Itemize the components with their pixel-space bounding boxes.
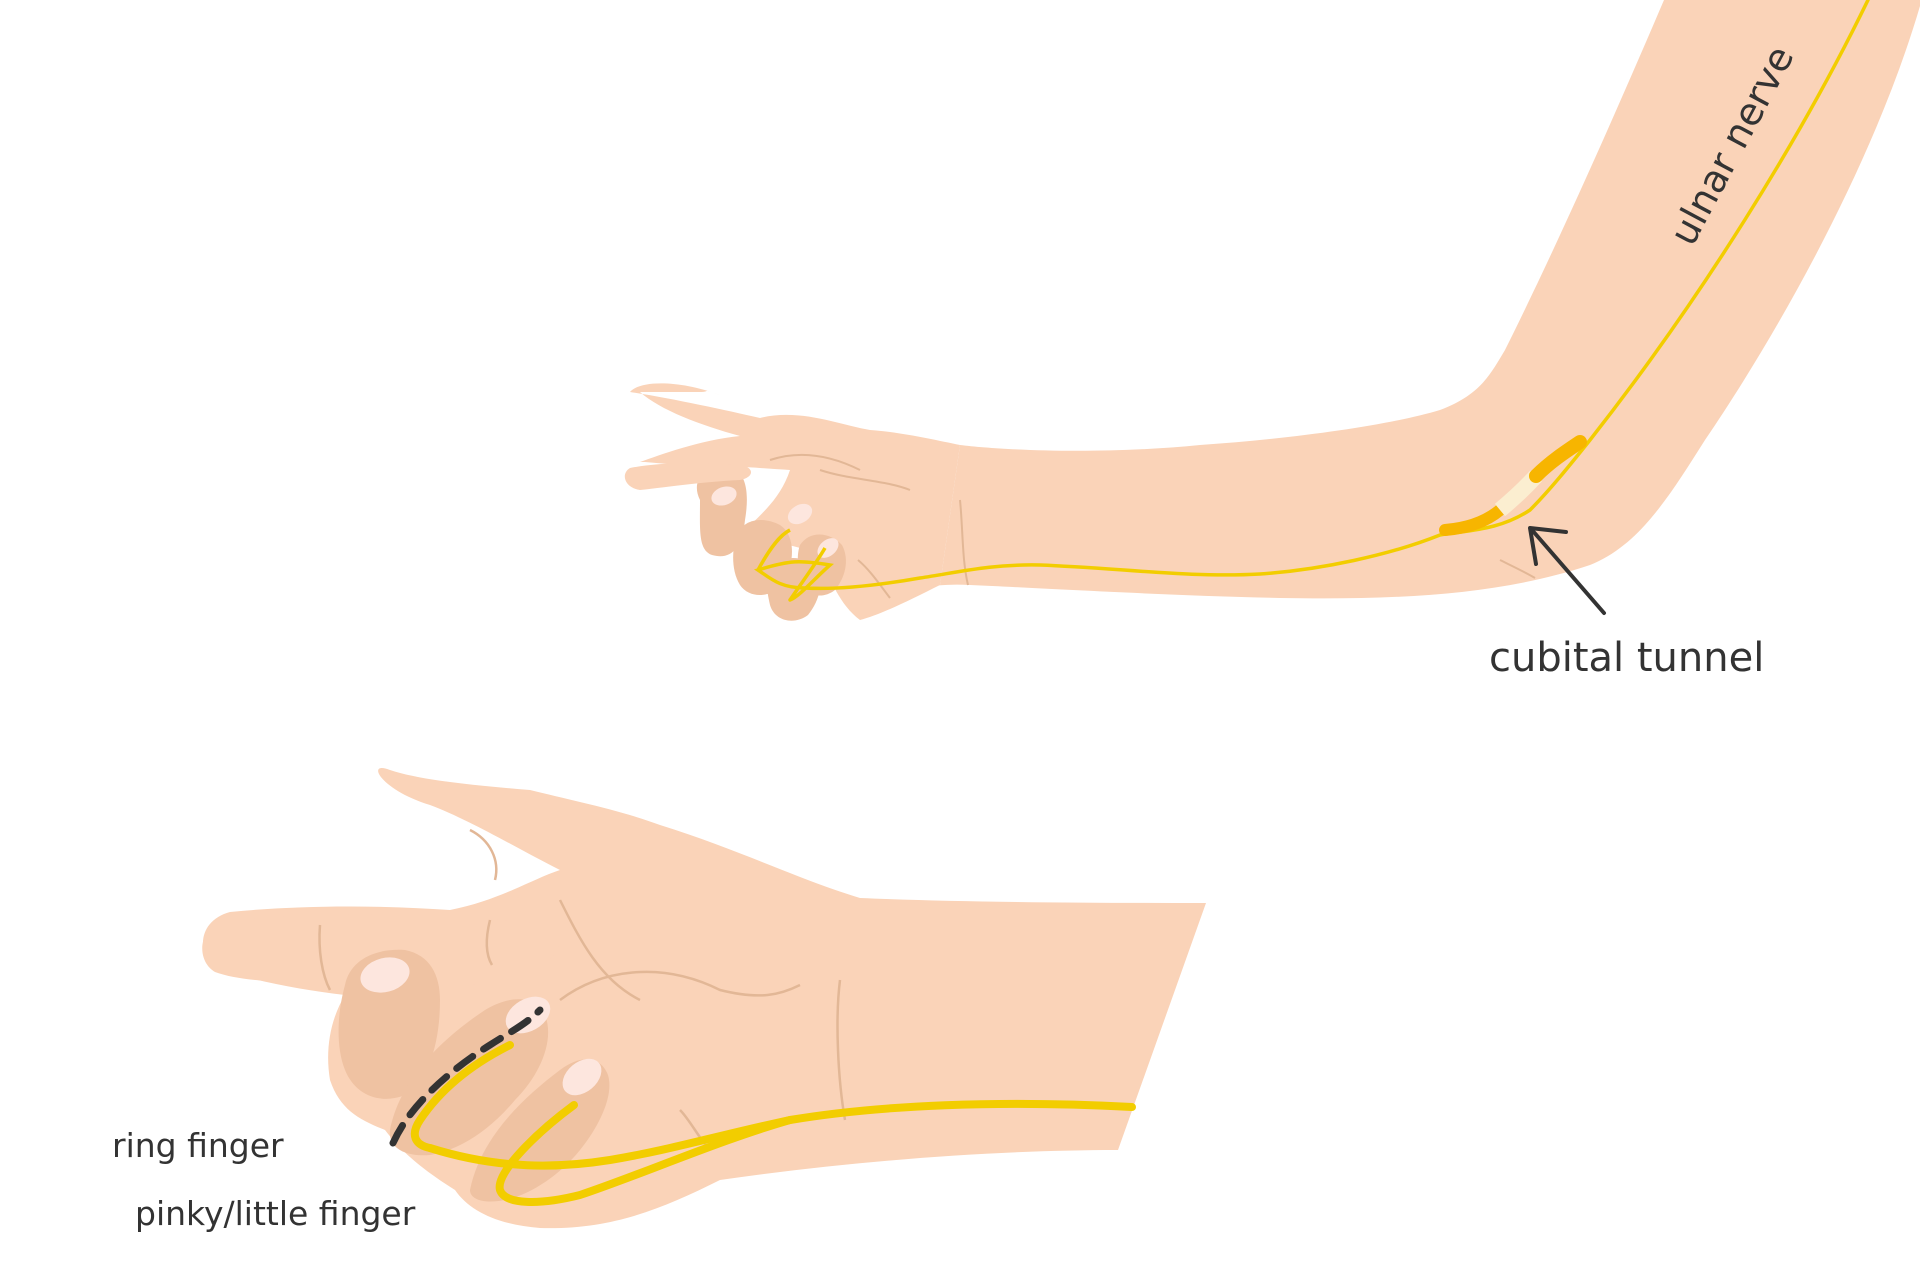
closeup-index-finger [202,914,561,988]
detail-layer [202,0,1870,1206]
top-nerve-branch-1 [756,528,791,571]
hand-top-silhouette [630,383,960,620]
ring-finger-label: ring finger [112,1126,284,1165]
top-nail-1 [711,486,737,506]
closeup-skin-crease-6 [485,919,494,966]
cubital-arrow-head [1528,526,1568,566]
arm-illustration [630,0,1920,620]
closeup-nail-pinky [562,1058,602,1096]
closeup-nerve-pinky-branch [495,1101,794,1206]
closeup-nail-middle [360,957,410,993]
arm-silhouette [870,0,1920,604]
top-thumb [624,463,752,490]
closeup-skin-crease-4 [469,828,498,881]
closeup-skin-crease-1 [836,979,847,1121]
top-skin-crease-1 [959,499,969,586]
top-skin-crease-4 [769,453,861,471]
elbow-crease [1499,559,1536,579]
ring-finger-dashed-line [389,1006,544,1147]
top-skin-crease-3 [857,559,891,599]
pinky-finger-label: pinky/little finger [135,1194,416,1233]
cubital-arrow-shaft [1530,528,1606,615]
top-ulnar-nerve [753,0,1870,602]
top-nerve-branch-2 [788,547,827,601]
closeup-nerve-trunk [426,1099,1136,1170]
closeup-skin-crease-5 [318,924,332,991]
closeup-ring-finger [389,999,549,1156]
top-nail-2 [787,503,813,525]
closeup-middle-finger [338,949,440,1099]
closeup-skin-crease-3 [558,899,641,1002]
cubital-tunnel-label: cubital tunnel [1489,635,1764,681]
cubital-nerve-upper [1529,435,1587,483]
cubital-nerve-lower [1439,504,1506,536]
closeup-nerve-ring-branch [410,1041,514,1152]
closeup-skin-crease-2 [559,970,801,1002]
top-skin-crease-2 [819,469,911,491]
